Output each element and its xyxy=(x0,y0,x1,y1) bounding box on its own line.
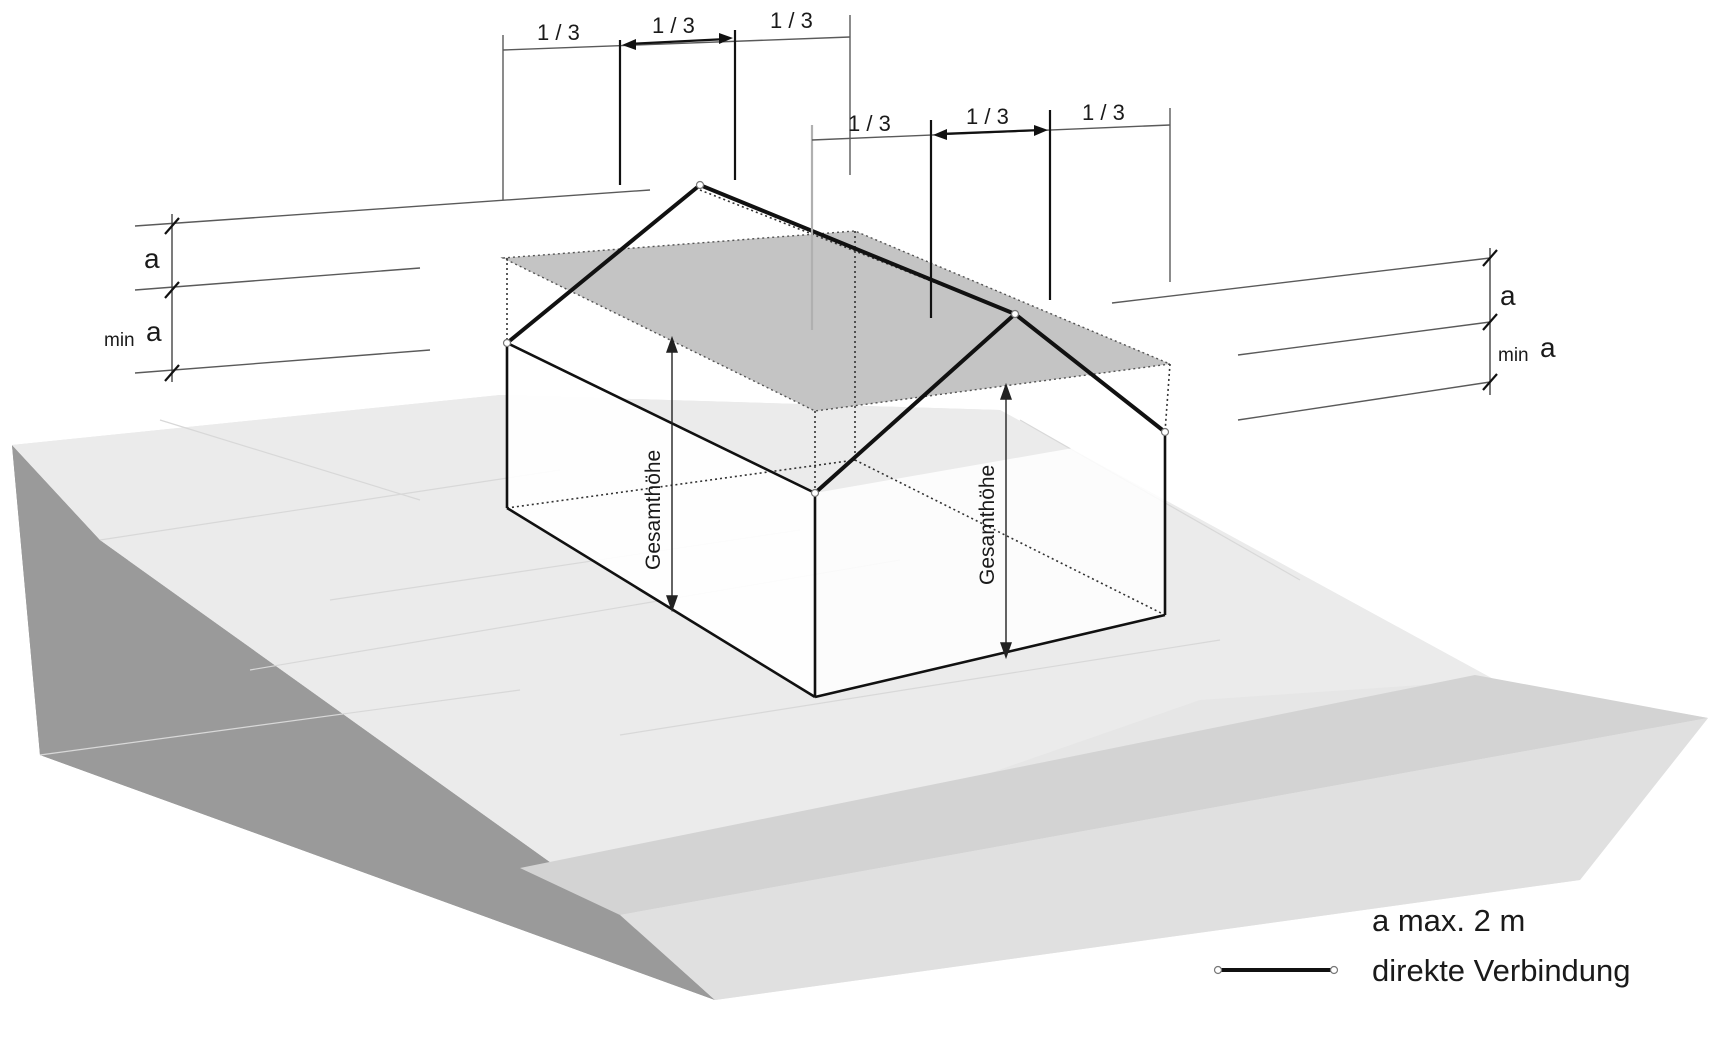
ridge-left-third-2: 1 / 3 xyxy=(652,13,695,38)
legend-node-left xyxy=(1213,965,1223,975)
roof-reference-plane xyxy=(500,230,1173,412)
ridge-left-third-1: 1 / 3 xyxy=(537,20,580,45)
side-right-a: a xyxy=(1500,280,1516,311)
building-front-face xyxy=(507,343,815,697)
legend: a max. 2 m direkte Verbindung xyxy=(1213,903,1631,988)
height-arrow-back xyxy=(1000,382,1012,660)
side-right-min: min xyxy=(1498,345,1529,366)
side-left-min: min xyxy=(104,330,135,351)
side-right-min-a: a xyxy=(1540,332,1556,363)
legend-a-definition: a max. 2 m xyxy=(1372,903,1525,938)
ridge-right-third-2: 1 / 3 xyxy=(966,104,1009,129)
side-dimension-left xyxy=(134,189,651,382)
ridge-dimension-right xyxy=(810,108,1171,330)
ridge-left-third-3: 1 / 3 xyxy=(770,8,813,33)
road-strip xyxy=(520,675,1708,915)
hidden-edges xyxy=(506,189,1171,616)
building-side-face xyxy=(815,432,1165,697)
side-dimension-right xyxy=(1111,248,1498,421)
side-left-min-a: a xyxy=(146,316,162,347)
side-left-a: a xyxy=(144,243,160,274)
ridge-right-third-1: 1 / 3 xyxy=(848,111,891,136)
connection-nodes xyxy=(502,180,1170,498)
road-edge xyxy=(620,718,1708,1000)
height-label-front: Gesamthöhe xyxy=(642,450,665,570)
direct-connection-lines xyxy=(505,182,1167,495)
legend-node-right xyxy=(1329,965,1339,975)
building-edges xyxy=(505,341,1167,699)
slope-face-shade xyxy=(12,445,715,1000)
legend-line-label: direkte Verbindung xyxy=(1372,953,1631,988)
ridge-right-third-3: 1 / 3 xyxy=(1082,100,1125,125)
height-arrow-front xyxy=(666,335,678,613)
ridge-dimension-left xyxy=(502,15,851,200)
height-label-back: Gesamthöhe xyxy=(976,465,999,585)
